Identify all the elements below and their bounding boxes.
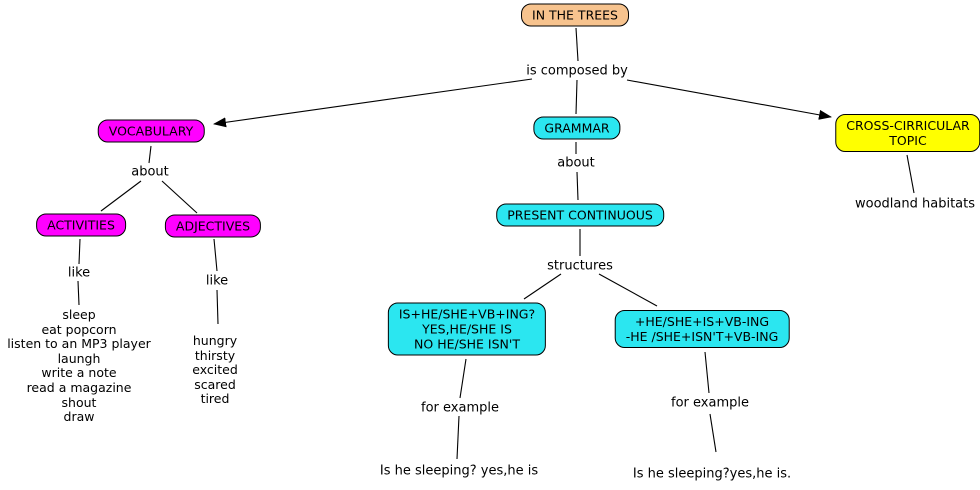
line-statement-to-example — [704, 351, 710, 394]
activity-item: listen to an MP3 player — [7, 336, 151, 352]
activity-item: write a note — [41, 365, 117, 381]
node-cross-cirricular-topic[interactable]: CROSS-CIRRICULAR TOPIC — [835, 114, 980, 152]
line-composed-to-grammar — [575, 79, 578, 115]
link-label-structures: structures — [545, 258, 615, 274]
line-question-to-example — [459, 358, 467, 399]
activity-item: read a magazine — [26, 379, 132, 395]
line-activities-to-like — [78, 238, 81, 265]
activity-item: draw — [63, 409, 95, 425]
adjectives-example-list: hungry thirsty excited scared tired — [192, 333, 238, 407]
line-topic-to-woodland — [906, 154, 915, 194]
node-adjectives[interactable]: ADJECTIVES — [164, 214, 262, 238]
adjective-item: excited — [192, 362, 238, 378]
link-label-for-example-left: for example — [419, 400, 501, 416]
activity-item: sleep — [62, 307, 96, 322]
adjective-item: hungry — [192, 333, 238, 348]
activity-item: laungh — [57, 350, 101, 366]
line-composed-to-vocabulary — [213, 78, 533, 128]
node-activities[interactable]: ACTIVITIES — [36, 213, 126, 237]
activities-example-list: sleep eat popcorn listen to an MP3 playe… — [7, 307, 151, 425]
structure-question-line1: IS+HE/SHE+VB+ING? — [398, 306, 536, 322]
structure-statement-line1: +HE/SHE+IS+VB-ING — [634, 314, 770, 329]
line-about-to-adjectives — [161, 180, 198, 214]
node-cross-cirricular-topic-line2: TOPIC — [889, 133, 927, 148]
node-present-continuous[interactable]: PRESENT CONTINUOUS — [496, 203, 664, 227]
structure-question-line2: YES,HE/SHE IS — [422, 321, 512, 337]
link-label-is-composed-by: is composed by — [524, 63, 630, 79]
node-grammar[interactable]: GRAMMAR — [533, 116, 621, 140]
structure-statement-line2: -HE /SHE+ISN'T+VB-ING — [625, 329, 779, 344]
link-label-like-adjectives: like — [203, 273, 231, 289]
node-vocabulary[interactable]: VOCABULARY — [97, 119, 205, 143]
line-adjectives-to-like — [213, 238, 218, 272]
line-vocabulary-to-about — [148, 145, 152, 164]
line-example-to-sentence-right — [709, 413, 717, 453]
node-structure-question[interactable]: IS+HE/SHE+VB+ING? YES,HE/SHE IS NO HE/SH… — [387, 302, 547, 356]
line-about-to-present — [576, 171, 579, 201]
leaf-woodland-habitats: woodland habitats — [853, 196, 977, 212]
activity-item: eat popcorn — [41, 321, 117, 337]
node-cross-cirricular-topic-line1: CROSS-CIRRICULAR — [846, 118, 970, 133]
example-sentence-statement: Is he sleeping?yes,he is. — [630, 466, 794, 482]
line-example-to-sentence-left — [456, 415, 460, 460]
link-label-about-grammar: about — [555, 155, 597, 171]
line-root-to-composed — [575, 27, 579, 62]
line-like-to-adjective-list — [216, 289, 219, 325]
link-label-about-vocabulary: about — [129, 164, 171, 180]
activity-item: shout — [61, 394, 97, 410]
link-label-like-activities: like — [65, 265, 93, 281]
node-in-the-trees[interactable]: IN THE TREES — [521, 3, 629, 27]
line-composed-to-topic — [626, 79, 832, 120]
line-structures-to-question — [523, 273, 562, 300]
line-structures-to-statement — [598, 273, 658, 307]
adjective-item: thirsty — [194, 347, 236, 363]
adjective-item: scared — [194, 376, 236, 392]
link-label-for-example-right: for example — [669, 395, 751, 411]
adjective-item: tired — [200, 391, 230, 407]
structure-question-line3: NO HE/SHE ISN'T — [414, 336, 520, 352]
example-sentence-question: Is he sleeping? yes,he is — [377, 463, 541, 479]
line-about-to-activities — [100, 180, 142, 212]
line-like-to-activity-list — [77, 280, 80, 306]
node-structure-statement[interactable]: +HE/SHE+IS+VB-ING -HE /SHE+ISN'T+VB-ING — [614, 310, 790, 348]
